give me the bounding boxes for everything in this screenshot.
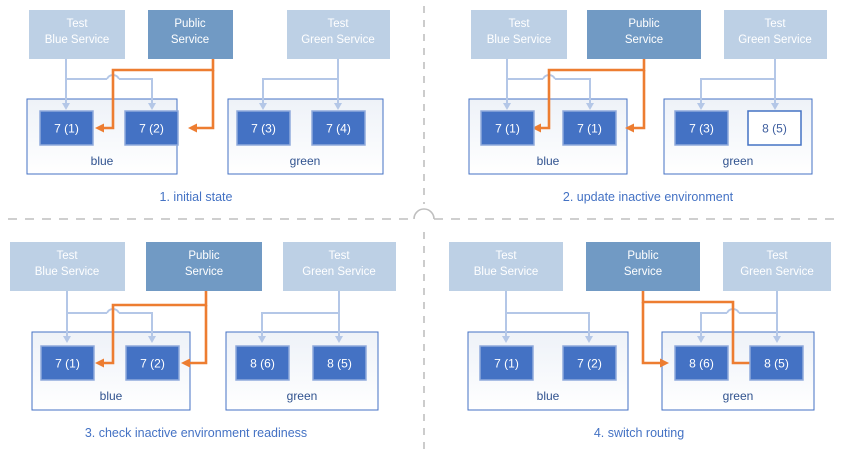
pod-node[interactable]: 7 (1) bbox=[480, 110, 535, 146]
pod-node[interactable]: 7 (2) bbox=[562, 345, 617, 381]
service-label-line2: Blue Service bbox=[45, 34, 110, 46]
pod-label: 8 (5) bbox=[762, 122, 787, 136]
router-public-orange bbox=[532, 59, 646, 133]
service-label-line1: Test bbox=[327, 18, 349, 30]
pod-label: 7 (1) bbox=[54, 122, 79, 136]
environment-name: blue bbox=[100, 389, 123, 403]
environment-name: green bbox=[723, 154, 754, 168]
panel-caption: 3. check inactive environment readiness bbox=[85, 426, 307, 440]
pod-label: 8 (5) bbox=[764, 357, 789, 371]
service-label-line2: Blue Service bbox=[474, 266, 539, 278]
service-label-line2: Service bbox=[624, 266, 662, 278]
connector-test-blue bbox=[503, 59, 594, 110]
panel-4: Test Blue Service Public Service Test Gr… bbox=[449, 242, 831, 440]
pod-node[interactable]: 7 (3) bbox=[674, 110, 729, 146]
pod-node[interactable]: 8 (5) bbox=[312, 345, 367, 381]
pod-node[interactable]: 8 (6) bbox=[674, 345, 729, 381]
panel-2: Test Blue Service Public Service Test Gr… bbox=[468, 10, 827, 204]
pod-node[interactable]: 7 (1) bbox=[562, 110, 617, 146]
service-label-line1: Test bbox=[328, 250, 350, 262]
service-label-line2: Blue Service bbox=[487, 34, 552, 46]
service-label-line2: Service bbox=[185, 266, 223, 278]
environment-name: blue bbox=[91, 154, 114, 168]
environment-name: blue bbox=[537, 389, 560, 403]
service-test-blue-service[interactable]: Test Blue Service bbox=[10, 242, 125, 291]
pod-label: 7 (3) bbox=[251, 122, 276, 136]
service-label-line1: Test bbox=[56, 250, 78, 262]
service-label-line2: Green Service bbox=[740, 266, 814, 278]
service-test-green-service[interactable]: Test Green Service bbox=[287, 10, 390, 59]
router-public-orange bbox=[95, 291, 208, 368]
pod-node[interactable]: 7 (2) bbox=[125, 345, 180, 381]
router-public-orange bbox=[641, 291, 759, 368]
panel-3: Test Blue Service Public Service Test Gr… bbox=[10, 242, 396, 440]
service-label-line2: Service bbox=[171, 34, 209, 46]
pod-node[interactable]: 8 (5) bbox=[749, 345, 804, 381]
pod-label: 8 (5) bbox=[327, 357, 352, 371]
panel-caption: 2. update inactive environment bbox=[563, 190, 734, 204]
environment-name: green bbox=[287, 389, 318, 403]
service-test-green-service[interactable]: Test Green Service bbox=[283, 242, 396, 291]
connector-test-blue bbox=[502, 291, 593, 343]
environment-name: green bbox=[723, 389, 754, 403]
pod-label: 7 (2) bbox=[139, 122, 164, 136]
service-label-line1: Public bbox=[627, 250, 659, 262]
service-public-service[interactable]: Public Service bbox=[587, 10, 701, 59]
service-label-line2: Green Service bbox=[738, 34, 812, 46]
connector-test-green bbox=[259, 59, 342, 110]
pod-node-pending[interactable]: 8 (5) bbox=[747, 110, 802, 146]
pod-label: 7 (2) bbox=[577, 357, 602, 371]
environment-name: blue bbox=[537, 154, 560, 168]
pod-node[interactable]: 7 (1) bbox=[479, 345, 534, 381]
service-label-line1: Test bbox=[766, 250, 788, 262]
service-label-line1: Public bbox=[628, 18, 660, 30]
pod-label: 7 (4) bbox=[326, 122, 351, 136]
pod-label: 7 (2) bbox=[140, 357, 165, 371]
connector-test-green bbox=[697, 59, 779, 110]
service-label-line1: Test bbox=[495, 250, 517, 262]
service-test-blue-service[interactable]: Test Blue Service bbox=[29, 10, 125, 59]
connector-test-blue bbox=[63, 291, 156, 343]
service-label-line2: Service bbox=[625, 34, 663, 46]
pod-node[interactable]: 8 (6) bbox=[235, 345, 290, 381]
pod-node[interactable]: 7 (1) bbox=[40, 345, 95, 381]
pod-label: 7 (1) bbox=[494, 357, 519, 371]
service-public-service[interactable]: Public Service bbox=[586, 242, 700, 291]
panel-1: Test Blue Service Public Service Test Gr… bbox=[26, 10, 390, 204]
router-public-orange bbox=[95, 59, 215, 133]
service-test-green-service[interactable]: Test Green Service bbox=[724, 10, 827, 59]
connector-test-green bbox=[258, 291, 343, 343]
service-label-line2: Green Service bbox=[301, 34, 375, 46]
pod-label: 8 (6) bbox=[250, 357, 275, 371]
pod-label: 7 (3) bbox=[689, 122, 714, 136]
service-public-service[interactable]: Public Service bbox=[148, 10, 233, 59]
service-public-service[interactable]: Public Service bbox=[146, 242, 262, 291]
panel-caption: 1. initial state bbox=[160, 190, 233, 204]
service-label-line2: Blue Service bbox=[35, 266, 100, 278]
pod-node[interactable]: 7 (1) bbox=[39, 110, 94, 146]
service-test-blue-service[interactable]: Test Blue Service bbox=[449, 242, 563, 291]
service-label-line1: Public bbox=[188, 250, 220, 262]
service-test-green-service[interactable]: Test Green Service bbox=[723, 242, 831, 291]
pod-label: 7 (1) bbox=[577, 122, 602, 136]
service-test-blue-service[interactable]: Test Blue Service bbox=[471, 10, 567, 59]
pod-node[interactable]: 7 (3) bbox=[236, 110, 291, 146]
pod-node[interactable]: 7 (2) bbox=[124, 110, 179, 146]
environment-name: green bbox=[290, 154, 321, 168]
pod-label: 7 (1) bbox=[55, 357, 80, 371]
panel-caption: 4. switch routing bbox=[594, 426, 684, 440]
panel-divider-horizontal bbox=[8, 208, 840, 220]
service-label-line1: Test bbox=[764, 18, 786, 30]
pod-label: 7 (1) bbox=[495, 122, 520, 136]
service-label-line1: Test bbox=[66, 18, 88, 30]
service-label-line2: Green Service bbox=[302, 266, 376, 278]
pod-node[interactable]: 7 (4) bbox=[311, 110, 366, 146]
service-label-line1: Public bbox=[174, 18, 206, 30]
service-label-line1: Test bbox=[508, 18, 530, 30]
connector-test-green bbox=[697, 291, 781, 343]
pod-label: 8 (6) bbox=[689, 357, 714, 371]
